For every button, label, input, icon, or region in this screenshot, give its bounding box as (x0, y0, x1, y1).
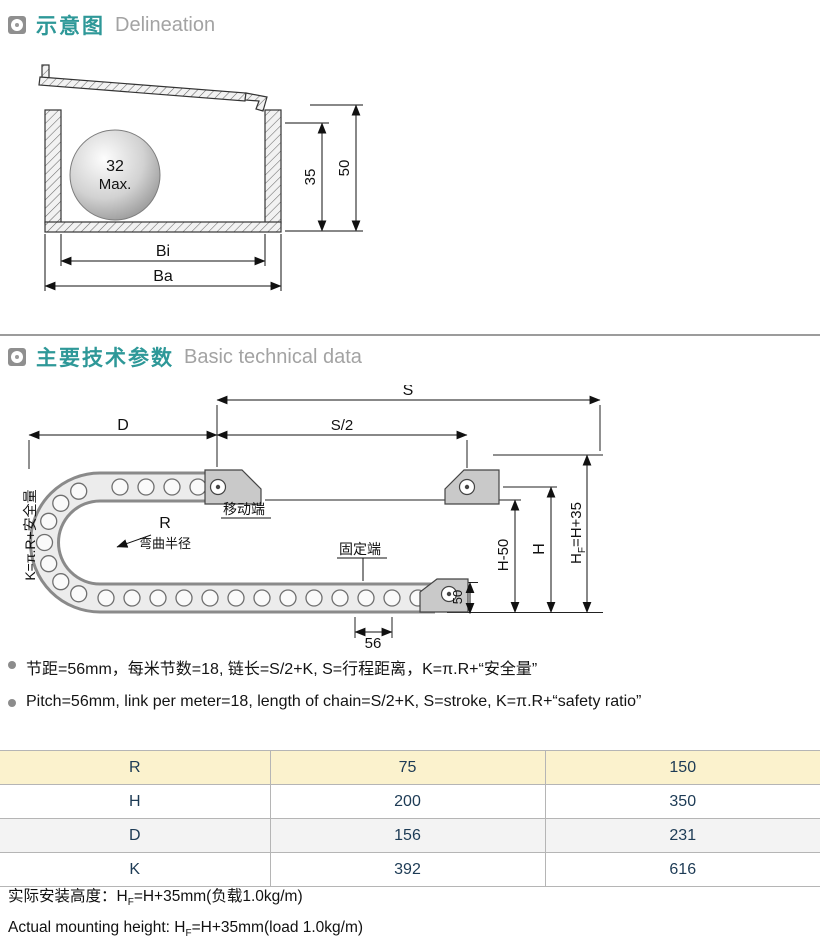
dim-bi-label: Bi (156, 243, 170, 260)
table-cell: 150 (544, 750, 820, 785)
table-cell: 616 (544, 852, 820, 887)
note-text: Pitch=56mm, link per meter=18, length of… (26, 693, 642, 710)
section-bullet-icon (8, 16, 26, 34)
note-cn: 节距=56mm，每米节数=18, 链长=S/2+K, S=行程距离，K=π.R+… (8, 655, 808, 679)
chain-link-pins (35, 478, 427, 607)
table-cell: 350 (544, 784, 820, 819)
dim-s2-label: S/2 (331, 417, 354, 434)
footer-text: =H+35mm(load 1.0kg/m) (191, 919, 364, 937)
table-row: K 392 616 (0, 852, 820, 887)
moving-end-label: 移动端 (223, 501, 265, 517)
right-wall (264, 109, 282, 224)
mounting-brackets (204, 469, 500, 613)
table-row: D 156 231 (0, 818, 820, 853)
table-row: H 200 350 (0, 784, 820, 819)
table-cell: 156 (269, 818, 545, 853)
dim-ba-label: Ba (153, 268, 173, 285)
table-row: R 75 150 (0, 750, 820, 785)
section2-title-cn: 主要技术参数 (36, 347, 174, 370)
table-cell: R (0, 750, 270, 785)
dim-d-label: D (117, 417, 129, 434)
table-cell: 200 (269, 784, 545, 819)
footer-sub: F (185, 928, 192, 940)
dim-35-label: 35 (302, 169, 319, 186)
table-cell: 75 (269, 750, 545, 785)
k-formula-label: K=π.R+安全量 (22, 489, 38, 580)
dimension-lines (44, 104, 363, 291)
note-bullet-icon (8, 661, 16, 669)
note-text: 节距=56mm，每米节数=18, 链长=S/2+K, S=行程距离，K=π.R+… (26, 661, 538, 678)
lid-hook (244, 92, 268, 112)
section1-header: 示意图 Delineation (8, 10, 215, 40)
section-bullet-icon (8, 348, 26, 366)
section2-title-en: Basic technical data (184, 345, 362, 368)
fixed-end-label: 固定端 (339, 541, 381, 557)
cross-section-frame (38, 64, 282, 233)
bottom-wall (44, 221, 282, 233)
moving-end-bracket (204, 469, 262, 505)
bend-radius-label: R (159, 515, 171, 532)
section-divider (0, 334, 820, 336)
note-en: Pitch=56mm, link per meter=18, length of… (8, 693, 808, 711)
mounting-height-en: Actual mounting height: HF=H+35mm(load 1… (8, 915, 363, 946)
table-cell: K (0, 852, 270, 887)
drag-chain-diagram: S S/2 D R 弯曲半径 移动端 固定端 H-50 H HF=H+35 50… (22, 385, 603, 652)
footer-sub: F (127, 897, 134, 909)
dim-hf-label: HF=H+35 (568, 502, 588, 564)
footer-text: 实际安装高度：H (8, 888, 128, 905)
sphere-max-label: Max. (99, 176, 132, 193)
open-lid (38, 76, 247, 102)
section1-title-en: Delineation (115, 13, 216, 36)
dim-h-label: H (531, 543, 548, 555)
spec-table: R 75 150 H 200 350 D 156 231 K 392 616 (0, 750, 820, 887)
cross-section-diagram: 32 Max. 35 50 Bi Ba (38, 64, 363, 291)
notes-list: 节距=56mm，每米节数=18, 链长=S/2+K, S=行程距离，K=π.R+… (8, 646, 808, 725)
left-wall (44, 109, 62, 224)
mounting-height-cn: 实际安装高度：HF=H+35mm(负载1.0kg/m) (8, 884, 363, 915)
note-bullet-icon (8, 699, 16, 707)
table-cell: D (0, 818, 270, 853)
section1-title-cn: 示意图 (36, 15, 105, 38)
footer-text: Actual mounting height: H (8, 919, 186, 937)
footer-text: =H+35mm(负载1.0kg/m) (133, 888, 303, 905)
mounting-height-note: 实际安装高度：HF=H+35mm(负载1.0kg/m) Actual mount… (8, 884, 363, 946)
dim-s-label: S (403, 385, 414, 399)
table-cell: H (0, 784, 270, 819)
table-cell: 392 (269, 852, 545, 887)
dimension-lines (28, 395, 601, 637)
dim-h50-label: H-50 (495, 539, 512, 572)
sphere-diameter-label: 32 (106, 158, 124, 175)
table-cell: 231 (544, 818, 820, 853)
bend-radius-cn-label: 弯曲半径 (139, 536, 191, 551)
dim-50-label: 50 (336, 160, 353, 177)
section2-header: 主要技术参数 Basic technical data (8, 342, 362, 372)
dim-56-label: 56 (365, 635, 382, 652)
dim-50-label: 50 (450, 590, 465, 604)
max-cable-sphere (69, 129, 161, 221)
